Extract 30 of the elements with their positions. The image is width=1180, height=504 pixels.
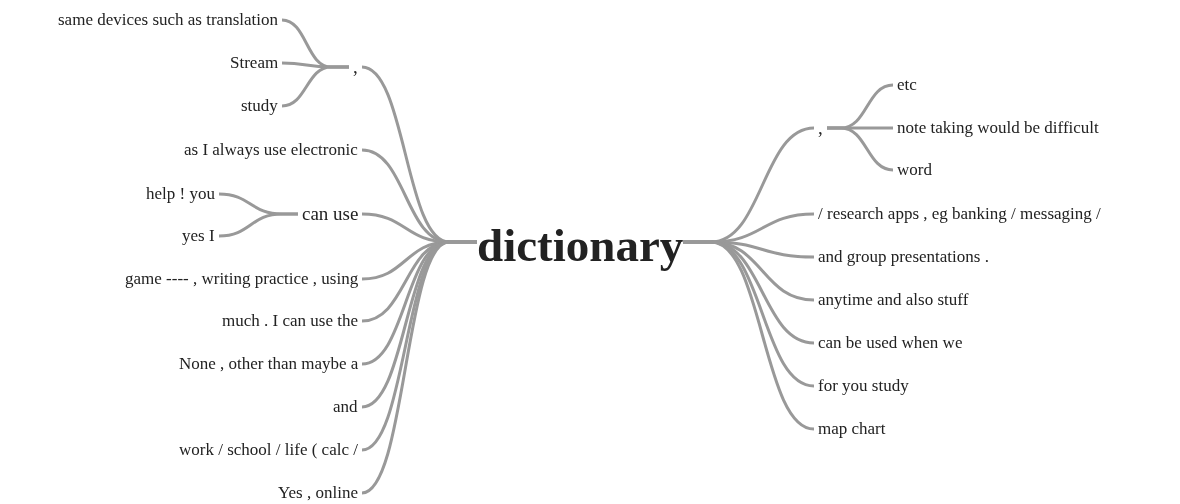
branch-connector [683, 240, 815, 431]
branch-phrase: can be used when we [814, 332, 967, 354]
branch-phrase: anytime and also stuff [814, 289, 973, 311]
branch-phrase: Yes , online [274, 482, 362, 504]
branch-phrase: etc [893, 74, 921, 96]
branch-phrase: , [814, 117, 827, 139]
branch-phrase: , [349, 56, 362, 78]
branch-phrase: note taking would be difficult [893, 117, 1103, 139]
branch-phrase: and [329, 396, 362, 418]
branch-phrase: yes I [178, 225, 219, 247]
branch-phrase: work / school / life ( calc / [175, 439, 362, 461]
branch-phrase: map chart [814, 418, 890, 440]
branch-phrase: for you study [814, 375, 913, 397]
branch-phrase: same devices such as translation [54, 9, 282, 31]
branch-phrase: and group presentations . [814, 246, 993, 268]
branch-connector [281, 65, 349, 108]
branch-phrase: None , other than maybe a [175, 353, 363, 375]
branch-phrase: game ---- , writing practice , using [121, 268, 363, 290]
branch-phrase: help ! you [142, 183, 219, 205]
branch-phrase: study [237, 95, 282, 117]
root-word: dictionary [477, 219, 684, 271]
branch-phrase: as I always use electronic [180, 139, 362, 161]
branch-phrase: can use [298, 203, 363, 225]
branch-phrase: word [893, 159, 936, 181]
branch-connector [218, 212, 298, 238]
branch-phrase: Stream [226, 52, 283, 74]
branch-connector [827, 126, 894, 172]
branch-phrase: / research apps , eg banking / messaging / [814, 203, 1105, 225]
branch-connector [361, 240, 477, 495]
branch-phrase: much . I can use the [218, 310, 362, 332]
